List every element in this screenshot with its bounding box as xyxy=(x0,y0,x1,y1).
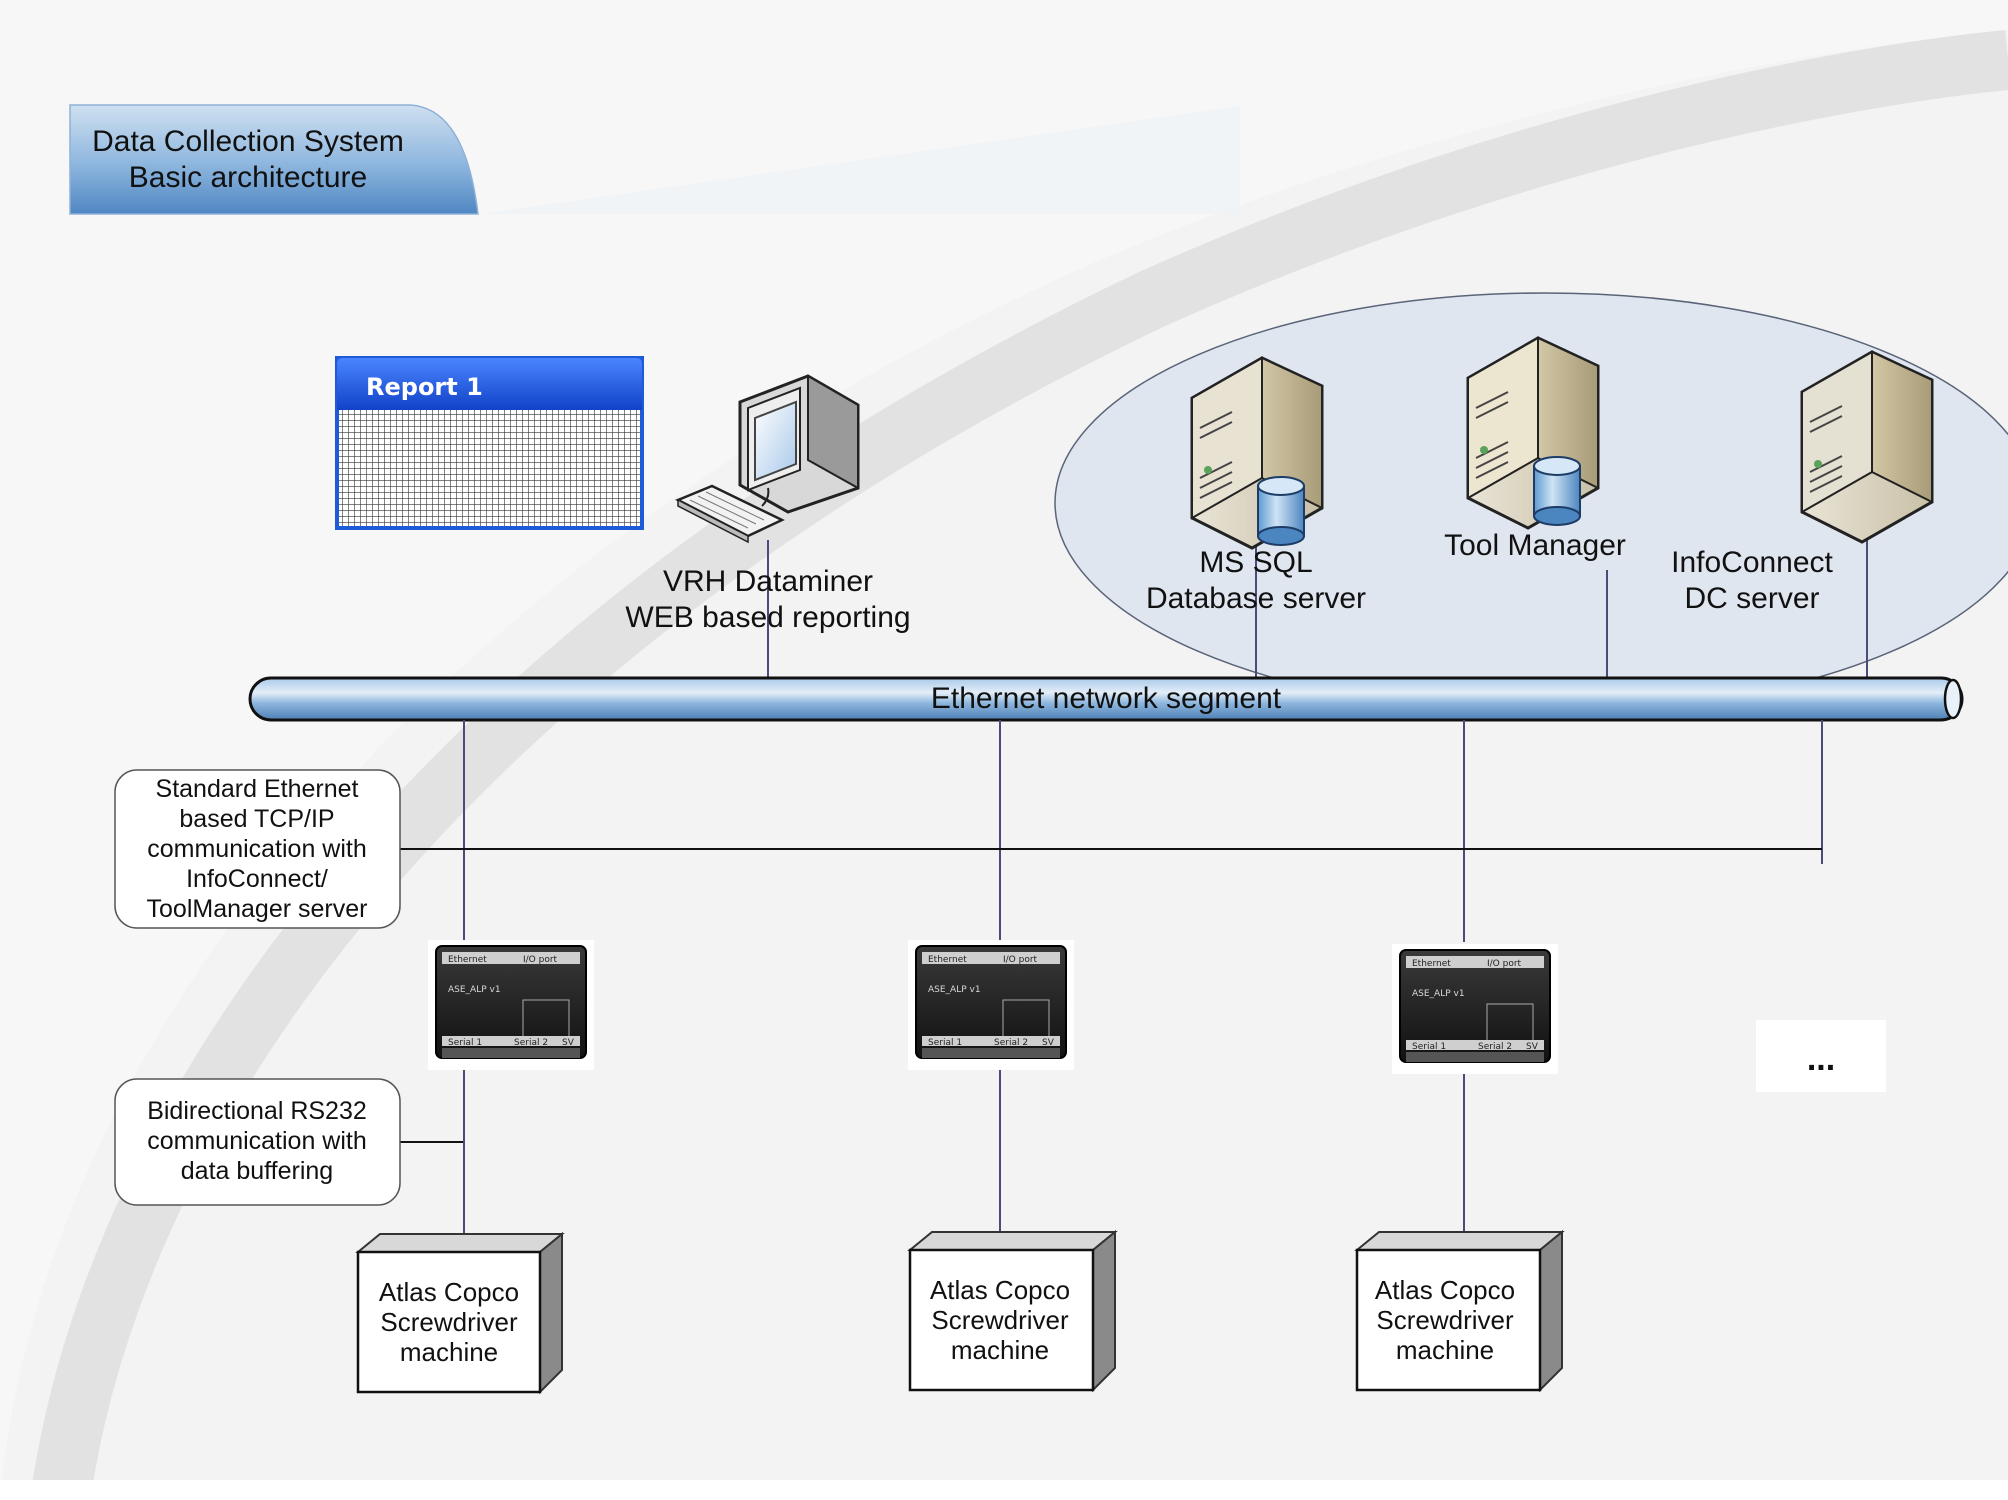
machine-2-line-3: machine xyxy=(951,1335,1049,1365)
tcp-note-line-2: based TCP/IP xyxy=(179,805,334,833)
data-collector-device-icon: Ethernet I/O port ASE_ALP v1 Serial 1 Se… xyxy=(908,940,1074,1070)
more-label: ... xyxy=(1807,1040,1835,1078)
device-3-port1: Ethernet xyxy=(1412,959,1451,969)
machine-3-line-1: Atlas Copco xyxy=(1375,1275,1515,1305)
device-1-model: ASE_ALP v1 xyxy=(448,985,501,995)
tcp-note-line-4: InfoConnect/ xyxy=(186,865,328,893)
machine-3-line-2: Screwdriver xyxy=(1376,1305,1514,1335)
device-2-port1: Ethernet xyxy=(928,955,967,965)
rs232-note-line-1: Bidirectional RS232 xyxy=(147,1097,367,1125)
mssql-label-2: Database server xyxy=(1146,582,1366,615)
title-line-2: Basic architecture xyxy=(129,161,367,194)
device-1-port2: I/O port xyxy=(523,955,558,965)
tool-manager-server-icon xyxy=(1466,336,1600,530)
device-1-port1: Ethernet xyxy=(448,955,487,965)
rs232-note: Bidirectional RS232 communication with d… xyxy=(114,1078,401,1206)
rs232-note-line-3: data buffering xyxy=(181,1157,333,1185)
device-3-sv: SV xyxy=(1526,1042,1539,1052)
title-banner: Data Collection System Basic architectur… xyxy=(69,104,1240,215)
tcp-note-line-5: ToolManager server xyxy=(147,895,368,923)
title-line-1: Data Collection System xyxy=(92,125,404,158)
machine-2-line-1: Atlas Copco xyxy=(930,1275,1070,1305)
machine-box: Atlas Copco Screwdriver machine xyxy=(1354,1229,1565,1393)
device-2-serial2: Serial 2 xyxy=(994,1038,1028,1048)
ethernet-network-segment: Ethernet network segment xyxy=(248,676,1964,722)
report-window: Report 1 xyxy=(335,356,644,530)
network-label: Ethernet network segment xyxy=(931,682,1282,715)
mssql-label-1: MS SQL xyxy=(1199,546,1312,579)
machine-2-line-2: Screwdriver xyxy=(931,1305,1069,1335)
machine-1-line-2: Screwdriver xyxy=(380,1307,518,1337)
toolmanager-label: Tool Manager xyxy=(1444,529,1626,562)
computer-workstation-icon xyxy=(675,374,860,544)
device-3-serial2: Serial 2 xyxy=(1478,1042,1512,1052)
more-indicator: ... xyxy=(1756,1020,1886,1092)
database-server-icon xyxy=(1190,356,1324,550)
infoconnect-label-1: InfoConnect xyxy=(1671,546,1833,579)
device-1-sv: SV xyxy=(562,1038,575,1048)
machine-1-line-3: machine xyxy=(400,1337,498,1367)
device-2-serial1: Serial 1 xyxy=(928,1038,962,1048)
device-3-port2: I/O port xyxy=(1487,959,1522,969)
lower-links xyxy=(400,720,1823,1236)
tcp-note-line-3: communication with xyxy=(147,835,367,863)
device-1-serial2: Serial 2 xyxy=(514,1038,548,1048)
machine-box: Atlas Copco Screwdriver machine xyxy=(355,1231,565,1395)
tcp-note: Standard Ethernet based TCP/IP communica… xyxy=(114,769,401,929)
device-2-sv: SV xyxy=(1042,1038,1055,1048)
data-collector-device-icon: Ethernet I/O port ASE_ALP v1 Serial 1 Se… xyxy=(1392,944,1558,1074)
machine-3-line-3: machine xyxy=(1396,1335,1494,1365)
machine-1-line-1: Atlas Copco xyxy=(379,1277,519,1307)
rs232-note-line-2: communication with xyxy=(147,1127,367,1155)
device-3-model: ASE_ALP v1 xyxy=(1412,989,1465,999)
device-1-serial1: Serial 1 xyxy=(448,1038,482,1048)
report-title: Report 1 xyxy=(366,373,483,401)
data-collector-device-icon: Ethernet I/O port ASE_ALP v1 Serial 1 Se… xyxy=(428,940,594,1070)
server-icon xyxy=(1800,350,1934,544)
infoconnect-label-2: DC server xyxy=(1684,582,1819,615)
device-3-serial1: Serial 1 xyxy=(1412,1042,1446,1052)
tcp-note-line-1: Standard Ethernet xyxy=(156,775,359,803)
workstation-label-1: VRH Dataminer xyxy=(663,565,873,598)
workstation-label-2: WEB based reporting xyxy=(625,601,910,634)
machine-box: Atlas Copco Screwdriver machine xyxy=(907,1229,1118,1393)
device-2-model: ASE_ALP v1 xyxy=(928,985,981,995)
upper-links xyxy=(767,530,1868,680)
device-2-port2: I/O port xyxy=(1003,955,1038,965)
